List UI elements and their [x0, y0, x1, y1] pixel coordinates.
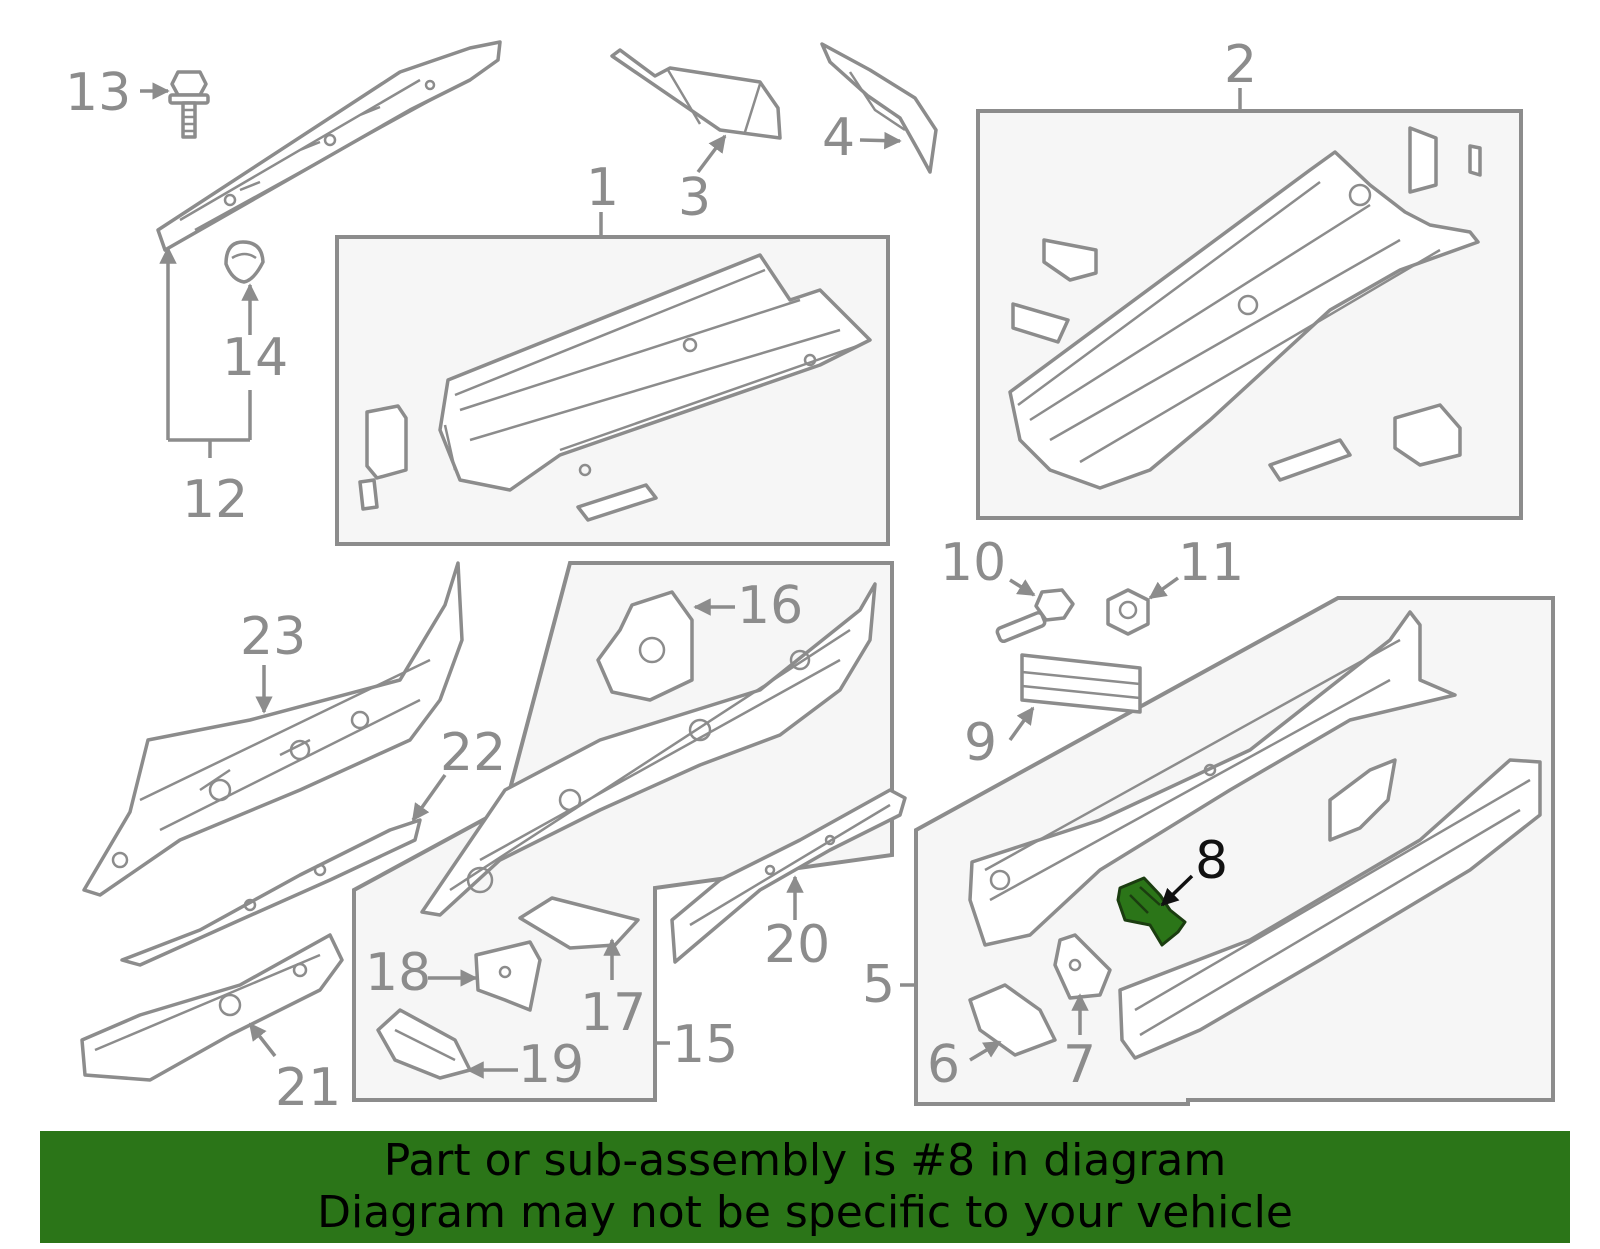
bracket-6 [968, 983, 1057, 1057]
clip-14 [224, 240, 265, 284]
panel-3 [610, 48, 782, 140]
callout-11: 11 [1178, 533, 1244, 593]
callout-13: 13 [65, 63, 131, 123]
callout-15: 15 [672, 1015, 738, 1075]
bracket-8-highlighted [1116, 876, 1187, 947]
lower-rail-5 [1118, 758, 1542, 1060]
callout-3: 3 [678, 168, 711, 228]
callout-16: 16 [737, 576, 803, 636]
dash-panel-23 [82, 561, 464, 897]
bracket-7 [1053, 933, 1112, 1000]
cowl-rail-5 [968, 610, 1457, 947]
callout-2: 2 [1224, 35, 1257, 95]
banner-line-1: Part or sub-assembly is #8 in diagram [383, 1135, 1227, 1186]
callout-23: 23 [240, 607, 306, 667]
callout-17: 17 [580, 983, 646, 1043]
callout-1: 1 [586, 158, 619, 218]
bolt-13 [168, 70, 210, 139]
nut-11 [1106, 588, 1150, 636]
rail-20 [670, 788, 907, 964]
dash-panel-15 [420, 582, 877, 917]
callout-12: 12 [182, 470, 248, 530]
callout-9: 9 [964, 713, 997, 773]
callout-21: 21 [275, 1058, 341, 1118]
reinforcement-22 [120, 818, 422, 967]
info-banner: Part or sub-assembly is #8 in diagram Di… [40, 1131, 1570, 1243]
callout-8: 8 [1195, 831, 1228, 891]
bracket-17 [518, 896, 640, 950]
bracket-9 [1020, 653, 1142, 714]
cowl-panel-1 [358, 253, 872, 522]
bolt-10 [995, 588, 1075, 644]
callout-10: 10 [940, 533, 1006, 593]
rail-12 [156, 40, 502, 252]
callout-20: 20 [764, 915, 830, 975]
callout-4: 4 [822, 108, 855, 168]
callout-5: 5 [862, 955, 895, 1015]
callout-6: 6 [927, 1035, 960, 1095]
bracket-16 [596, 590, 694, 702]
callout-14: 14 [222, 328, 288, 388]
callout-18: 18 [365, 943, 431, 1003]
bracket-5-small [1328, 758, 1397, 842]
panel-4 [820, 42, 938, 174]
banner-line-2: Diagram may not be specific to your vehi… [317, 1187, 1293, 1238]
callout-19: 19 [518, 1035, 584, 1095]
dash-lower-21 [80, 933, 344, 1082]
cowl-assembly-2 [1008, 126, 1482, 490]
bracket-18 [474, 940, 542, 1012]
callout-22: 22 [440, 723, 506, 783]
callout-7: 7 [1063, 1035, 1096, 1095]
